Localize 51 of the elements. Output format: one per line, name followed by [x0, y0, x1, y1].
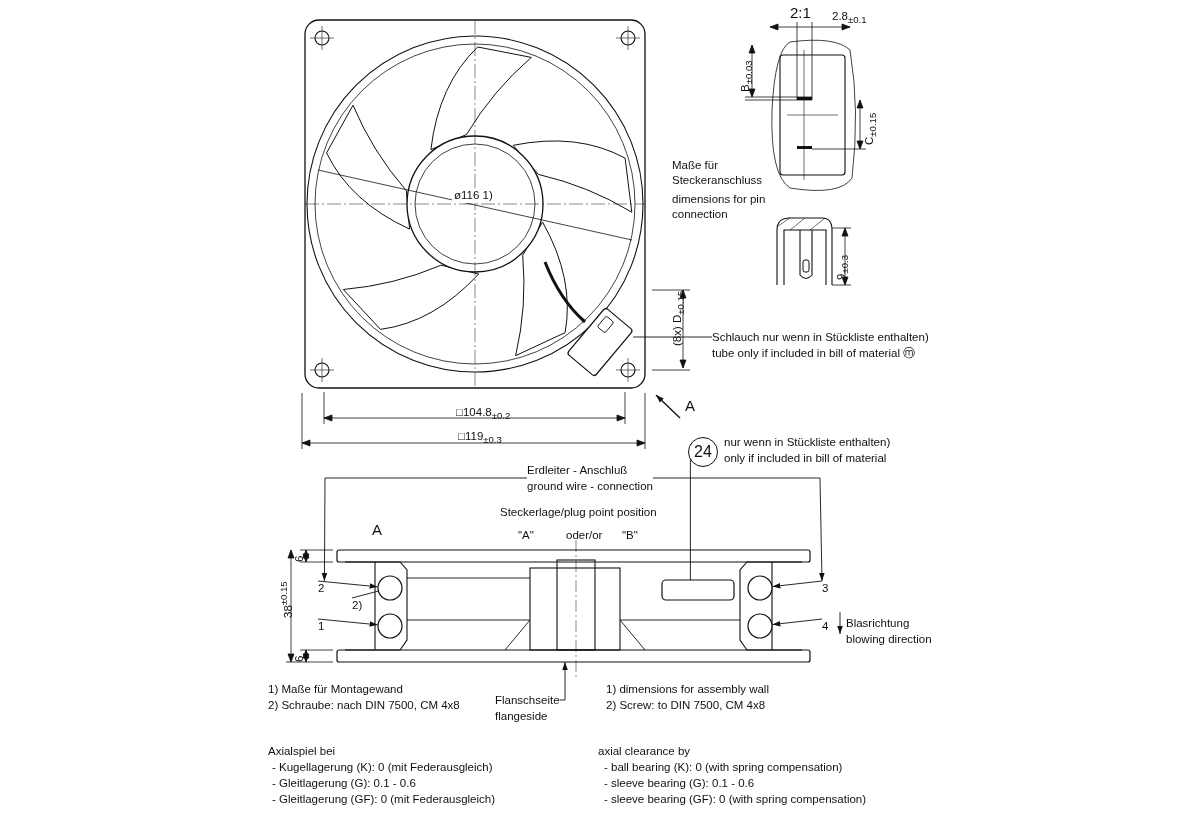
view-label: A	[685, 398, 695, 413]
flange-plate	[336, 649, 811, 663]
note-text: Steckerlage/plug point position	[500, 505, 657, 520]
note-text: nur wenn in Stückliste enthalten)	[724, 435, 891, 450]
note-text: Schlauch nur wenn in Stückliste enthalten)	[712, 330, 929, 345]
callout-number: 24	[688, 437, 718, 467]
screw-hole	[747, 575, 773, 601]
dimension-label: 6	[292, 655, 306, 662]
callout-number: 2)	[352, 598, 363, 613]
leader-line	[351, 590, 379, 599]
note-text: Blasrichtung	[846, 616, 910, 631]
view-label: A	[372, 522, 382, 537]
callout-number: 1	[318, 619, 325, 634]
note-text: Maße für Steckeranschluss	[672, 158, 764, 188]
note-text: 2) Screw: to DIN 7500, CM 4x8	[606, 698, 766, 713]
note-text: "A"	[518, 528, 534, 543]
screw-hole	[377, 575, 403, 601]
note-text: 1) dimensions for assembly wall	[606, 682, 769, 697]
screw-hole	[377, 613, 403, 639]
note-text: Erdleiter - Anschluß	[527, 463, 629, 478]
note-text: - sleeve bearing (GF): 0 (with spring compensation)	[604, 792, 867, 807]
note-text: 2) Schraube: nach DIN 7500, CM 4x8	[268, 698, 460, 713]
callout-number: 4	[822, 619, 829, 634]
note-text: ground wire - connection	[527, 479, 653, 494]
note-text: blowing direction	[846, 632, 932, 647]
note-text: - Kugellagerung (K): 0 (mit Federausgleich)	[272, 760, 493, 775]
screw-hole	[747, 613, 773, 639]
note-text: tube only if included in bill of material ⓜ	[712, 346, 917, 361]
callout-number: 2	[318, 581, 325, 596]
note-text: only if included in bill of material	[724, 451, 887, 466]
note-text: dimensions for pin connection	[672, 192, 767, 222]
dimension-label: □104.8$_{±0.2}$	[456, 405, 511, 424]
scale-label: 2:1	[790, 5, 811, 20]
dimension-label: 2.8$_{±0.1}$	[832, 9, 867, 28]
dimension-label: ø116 1)	[452, 188, 495, 203]
note-text: - Gleitlagerung (GF): 0 (mit Federausgleich)	[272, 792, 496, 807]
note-text: axial clearance by	[598, 744, 691, 759]
note-text: - ball bearing (K): 0 (with spring compensation)	[604, 760, 843, 775]
leader-label: flangeside	[495, 709, 549, 724]
dimension-label: 6	[292, 555, 306, 562]
note-text: Axialspiel bei	[268, 744, 336, 759]
callout-number: 3	[822, 581, 829, 596]
label-plate	[661, 579, 735, 601]
leader-line	[632, 336, 713, 338]
note-text: oder/or	[566, 528, 603, 543]
leader-label: Flanschseite	[495, 693, 560, 708]
note-text: - sleeve bearing (G): 0.1 - 0.6	[604, 776, 755, 791]
note-text: - Gleitlagerung (G): 0.1 - 0.6	[272, 776, 416, 791]
note-text: 1) Maße für Montagewand	[268, 682, 403, 697]
dimension-label: □119$_{±0.3}$	[458, 429, 502, 448]
note-text: "B"	[622, 528, 638, 543]
